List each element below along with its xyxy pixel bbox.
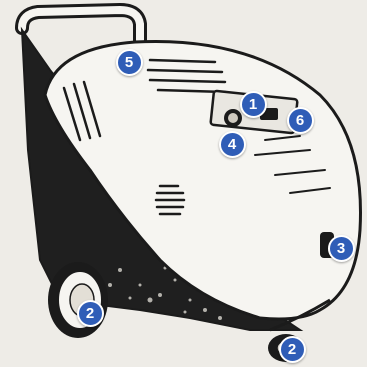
callout-4[interactable]: 4 [219, 131, 246, 158]
rear-wheel [48, 262, 108, 338]
callout-2-front-wheel[interactable]: 2 [279, 336, 306, 363]
callout-6[interactable]: 6 [287, 107, 314, 134]
callout-2-rear-wheel[interactable]: 2 [77, 300, 104, 327]
callout-1[interactable]: 1 [240, 91, 267, 118]
callout-5[interactable]: 5 [116, 49, 143, 76]
callout-3[interactable]: 3 [328, 235, 355, 262]
